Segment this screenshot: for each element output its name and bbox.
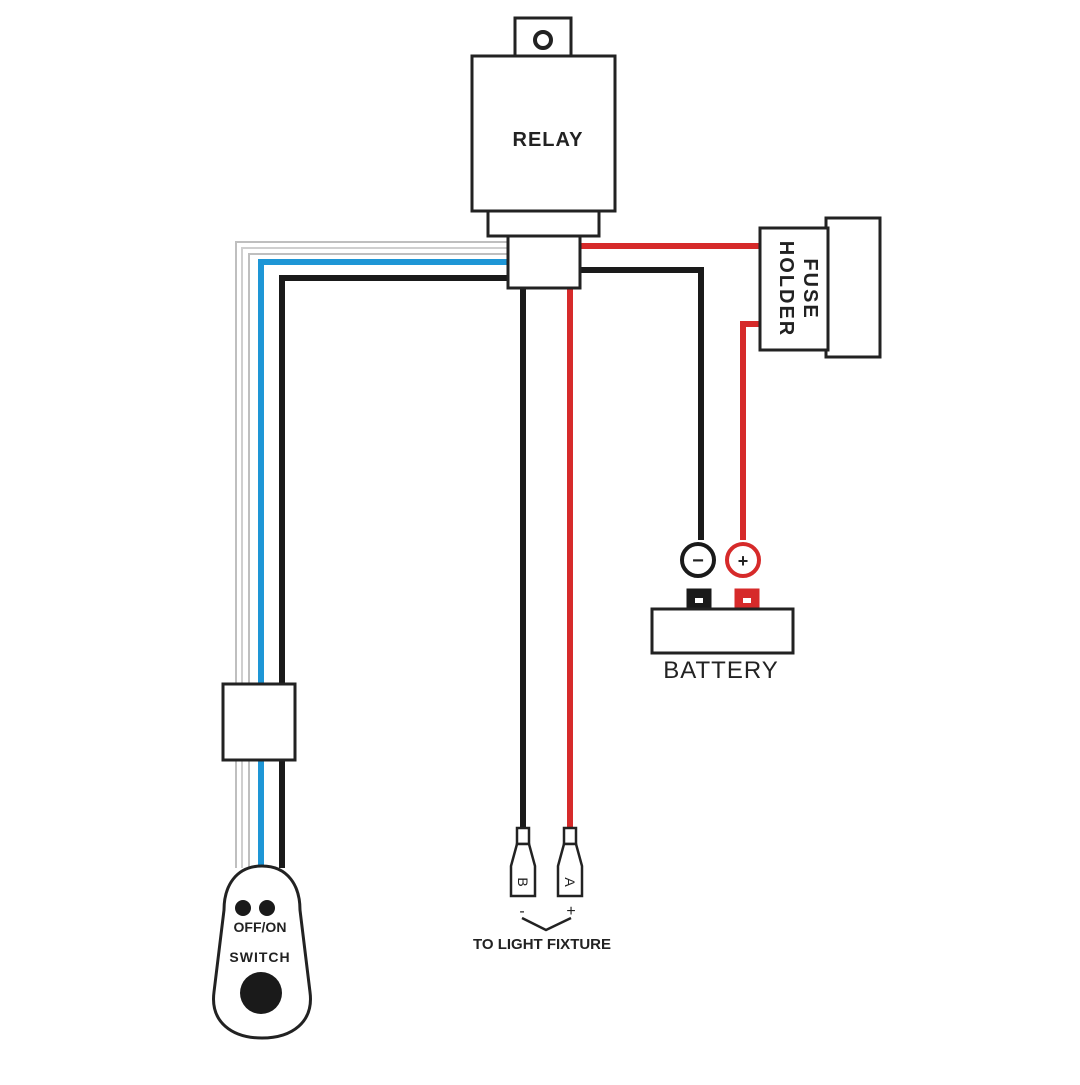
switch-indicator-right (259, 900, 275, 916)
fixture-label: TO LIGHT FIXTURE (473, 936, 611, 953)
fuse-holder-label: FUSE HOLDER (775, 241, 821, 337)
white-wire-mid (241, 247, 508, 868)
white-wire-inner (248, 253, 508, 868)
white-wire-outer (235, 241, 508, 868)
connector-b-label: B (515, 877, 531, 886)
battery (650, 588, 795, 655)
battery-positive-marker: + (725, 542, 761, 578)
relay-connector (506, 234, 582, 290)
connector-a: A (556, 826, 584, 898)
connector-b: B (509, 826, 537, 898)
fixture-bracket (521, 916, 572, 932)
fuse-label-line2: HOLDER (775, 241, 797, 337)
relay-base (486, 209, 601, 238)
battery-negative-marker: − (680, 542, 716, 578)
fuse-label-line1: FUSE (799, 258, 821, 319)
fuse-holder-cap (824, 216, 882, 359)
blue-wire (258, 259, 508, 868)
fixture-negative-sign: - (519, 903, 524, 920)
switch: OFF/ON SWITCH (212, 864, 312, 1040)
battery-positive-sign: + (738, 551, 749, 571)
battery-body (650, 607, 795, 655)
black-wire-battery (580, 267, 704, 540)
red-wire-fuse-battery (740, 321, 760, 540)
switch-indicator-left (235, 900, 251, 916)
harness-splice-box (221, 682, 297, 762)
fuse-holder-body (758, 226, 830, 352)
relay-label: RELAY (513, 129, 584, 151)
switch-label: SWITCH (229, 949, 290, 965)
relay-mount-hole (533, 30, 553, 50)
switch-button (240, 972, 282, 1014)
connector-a-label: A (562, 877, 578, 887)
wires (235, 241, 760, 868)
fuse-holder (758, 216, 882, 359)
black-wire-switch (279, 275, 508, 868)
battery-negative-sign: − (692, 550, 704, 572)
battery-label: BATTERY (663, 657, 778, 684)
relay (470, 16, 617, 290)
switch-state-label: OFF/ON (234, 919, 287, 935)
fixture-positive-sign: + (566, 903, 575, 920)
